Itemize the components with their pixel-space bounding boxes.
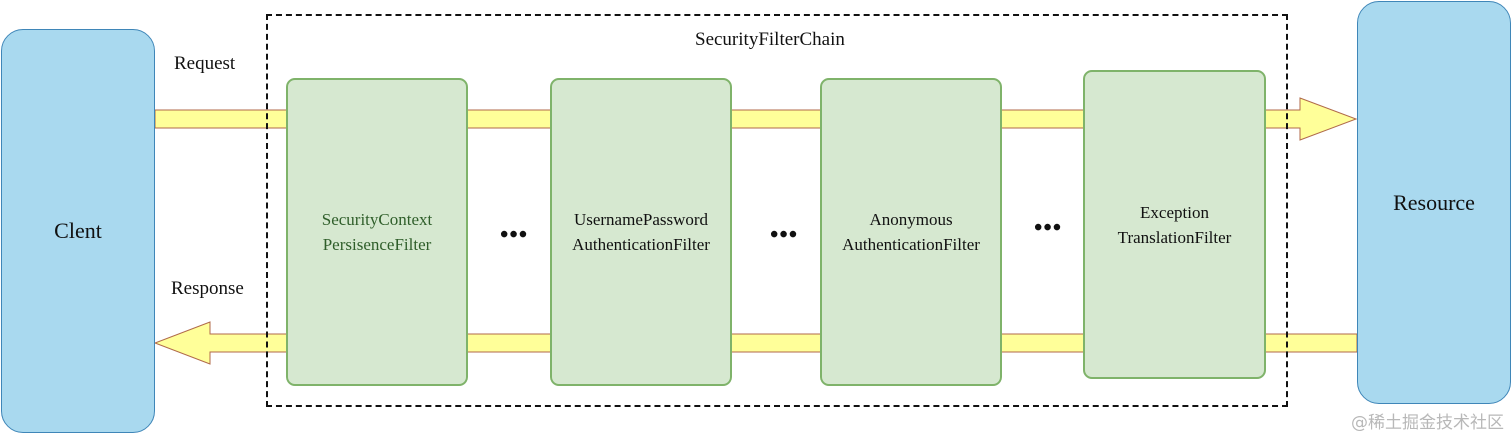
- client-label: Clent: [54, 218, 102, 243]
- filter-name-line1: SecurityContext: [321, 210, 433, 229]
- filter-security-context-persistence: SecurityContext PersisenceFilter: [286, 78, 468, 386]
- client-node: Clent: [1, 29, 155, 433]
- filter-name-line2: AuthenticationFilter: [842, 235, 980, 254]
- response-label: Response: [171, 278, 244, 299]
- watermark: @稀土掘金技术社区: [1351, 413, 1504, 433]
- resource-label: Resource: [1393, 189, 1475, 215]
- chain-title: SecurityFilterChain: [695, 29, 845, 50]
- filter-name-line1: Exception: [1140, 202, 1209, 222]
- filter-name-line2: PersisenceFilter: [322, 235, 432, 254]
- resource-node: Resource: [1357, 1, 1511, 404]
- filter-exception-translation: Exception TranslationFilter: [1083, 70, 1266, 379]
- ellipsis-1: •••: [500, 222, 529, 248]
- filter-anonymous-authentication: Anonymous AuthenticationFilter: [820, 78, 1002, 386]
- request-label: Request: [174, 53, 236, 74]
- filter-name-line1: UsernamePassword: [573, 210, 709, 229]
- filter-name-line1: Anonymous: [869, 210, 953, 229]
- filter-name-line2: AuthenticationFilter: [572, 235, 710, 254]
- ellipsis-3: •••: [1034, 215, 1063, 241]
- filter-name-line2: TranslationFilter: [1117, 227, 1232, 247]
- ellipsis-2: •••: [770, 222, 799, 248]
- security-filter-chain-boundary: [266, 14, 1288, 407]
- filter-username-password-authentication: UsernamePassword AuthenticationFilter: [550, 78, 732, 386]
